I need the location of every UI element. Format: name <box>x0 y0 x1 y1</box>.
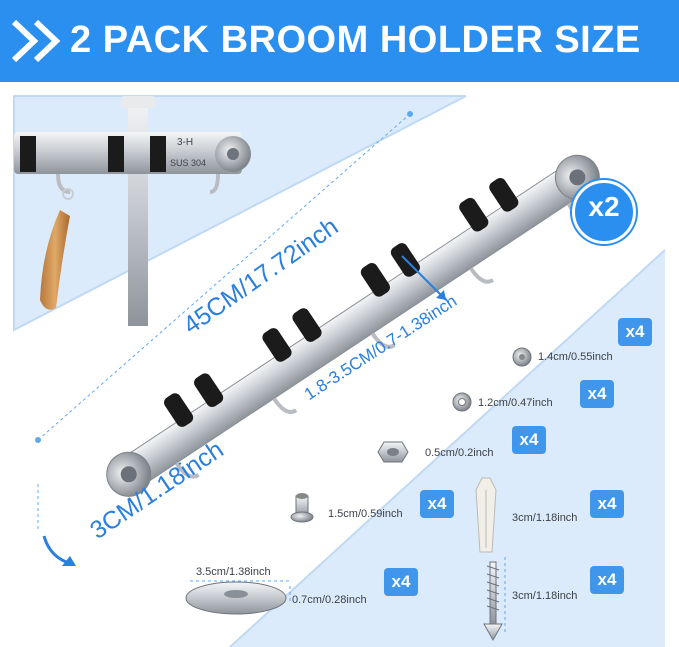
magnetic-base-qty-badge: x4 <box>384 568 418 596</box>
cap-icon <box>512 347 532 367</box>
clip-2 <box>262 308 322 362</box>
wall-anchor-icon <box>475 477 497 553</box>
washer-size: 1.2cm/0.47inch <box>478 397 553 409</box>
cap-size: 1.4cm/0.55inch <box>538 351 613 363</box>
clip-4 <box>459 178 519 232</box>
title-banner: 2 PACK BROOM HOLDER SIZE <box>0 0 679 82</box>
pack-badge: x2 <box>572 180 636 244</box>
nut-icon <box>377 441 409 463</box>
screw-qty: x4 <box>597 570 617 589</box>
nut-qty: x4 <box>519 430 539 449</box>
barrel-nut-qty: x4 <box>427 494 447 513</box>
installation-photo <box>14 96 251 326</box>
washer-qty-badge: x4 <box>580 380 614 408</box>
clip-gap-arrow <box>401 255 447 301</box>
screw-size: 3cm/1.18inch <box>512 590 578 602</box>
length-dimension-line <box>37 113 411 441</box>
page-title: 2 PACK BROOM HOLDER SIZE <box>70 19 641 61</box>
screw-icon <box>483 561 503 642</box>
pack-count: x2 <box>588 191 620 222</box>
magnetic-base-thickness: 0.7cm/0.28inch <box>292 594 367 606</box>
cap-qty: x4 <box>625 322 645 341</box>
barrel-nut-qty-badge: x4 <box>420 490 454 518</box>
washer-icon <box>452 392 472 412</box>
magnetic-base-icon <box>185 581 287 615</box>
magnetic-base-diameter: 3.5cm/1.38inch <box>196 566 271 578</box>
wall-anchor-size: 3cm/1.18inch <box>512 512 578 524</box>
wall-anchor-qty: x4 <box>597 494 617 513</box>
barrel-nut-size: 1.5cm/0.59inch <box>328 508 403 520</box>
washer-qty: x4 <box>587 384 607 403</box>
cap-qty-badge: x4 <box>618 318 652 346</box>
nut-size: 0.5cm/0.2inch <box>425 447 494 459</box>
upper-panel-frame <box>13 95 467 332</box>
nut-qty-badge: x4 <box>512 426 546 454</box>
screw-qty-badge: x4 <box>590 566 624 594</box>
clip-1 <box>164 373 224 427</box>
barrel-nut-icon <box>290 493 314 523</box>
material-label: SUS 304 <box>170 158 207 168</box>
wall-anchor-qty-badge: x4 <box>590 490 624 518</box>
model-label: 3-H <box>177 137 194 148</box>
double-chevron-icon <box>11 19 61 63</box>
magnetic-base-qty: x4 <box>391 572 411 591</box>
